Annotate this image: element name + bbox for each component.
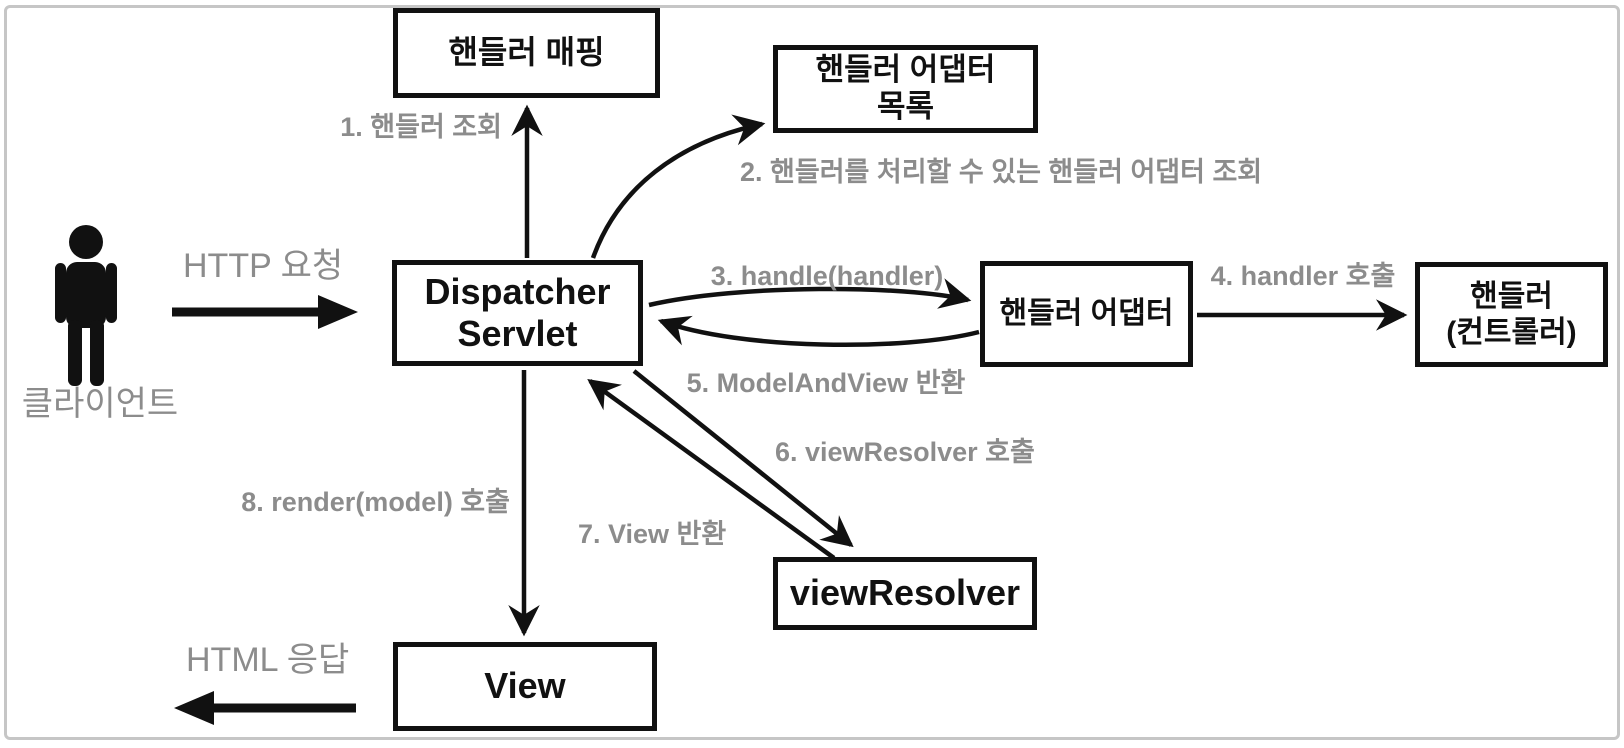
label-step6: 6. viewResolver 호출 — [775, 437, 1035, 467]
label-step8: 8. render(model) 호출 — [241, 487, 510, 517]
node-view-resolver: viewResolver — [773, 557, 1037, 630]
arrow-step7 — [587, 378, 836, 560]
node-handler-adapter-list-line1: 핸들러 어댑터 — [815, 52, 996, 88]
label-step3: 3. handle(handler) — [710, 261, 944, 291]
node-handler-mapping-label: 핸들러 매핑 — [448, 34, 605, 71]
http-request-arrow — [172, 295, 358, 329]
node-dispatcher-servlet-line2: Servlet — [457, 313, 578, 354]
html-response-arrow — [174, 691, 356, 725]
node-dispatcher-servlet-line1: Dispatcher — [424, 270, 611, 312]
node-handler-controller-line1: 핸들러 — [1470, 280, 1553, 314]
label-step5: 5. ModelAndView 반환 — [686, 368, 966, 398]
node-handler-mapping: 핸들러 매핑 — [393, 8, 660, 98]
label-step4: 4. handler 호출 — [1210, 261, 1396, 291]
node-handler-controller-line2: (컨트롤러) — [1446, 315, 1577, 349]
label-client: 클라이언트 — [21, 385, 179, 423]
node-handler-adapter-list: 핸들러 어댑터 목록 — [773, 45, 1038, 133]
node-handler-controller: 핸들러 (컨트롤러) — [1415, 262, 1608, 367]
node-view-resolver-label: viewResolver — [789, 572, 1021, 614]
arrow-step3 — [648, 278, 972, 309]
label-http-request: HTTP 요청 — [183, 247, 344, 285]
label-step2: 2. 핸들러를 처리할 수 있는 핸들러 어댑터 조회 — [740, 157, 1263, 187]
arrow-step6 — [632, 369, 854, 548]
node-dispatcher-servlet: Dispatcher Servlet — [392, 260, 643, 366]
label-step7: 7. View 반환 — [578, 519, 727, 549]
node-handler-adapter-label: 핸들러 어댑터 — [999, 297, 1174, 331]
node-handler-adapter-list-line2: 목록 — [876, 89, 935, 124]
arrow-step5 — [657, 315, 980, 348]
arrow-step2 — [590, 114, 766, 259]
node-view-label: View — [484, 665, 566, 707]
client-person-icon — [55, 225, 117, 386]
node-handler-adapter: 핸들러 어댑터 — [980, 261, 1193, 367]
node-view: View — [393, 642, 657, 731]
label-step1: 1. 핸들러 조회 — [340, 112, 502, 142]
label-html-response: HTML 응답 — [186, 641, 350, 679]
